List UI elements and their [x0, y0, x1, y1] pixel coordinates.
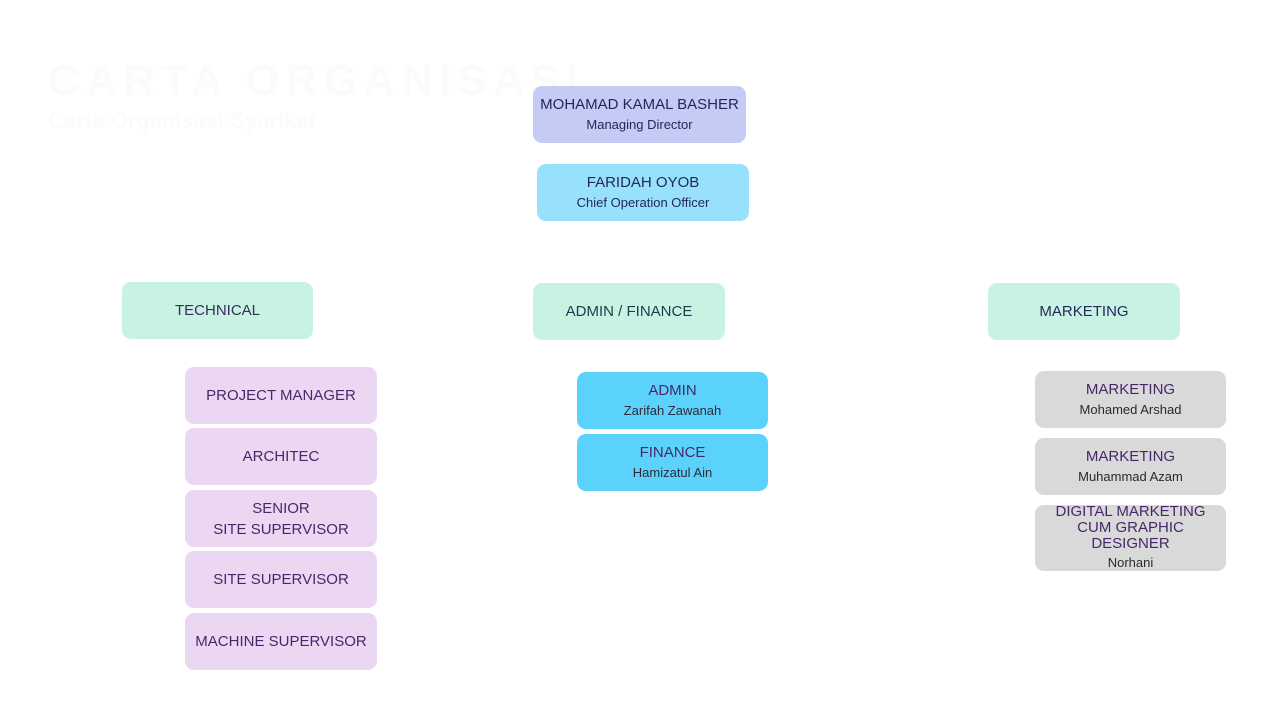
role-finance[interactable]: FINANCE Hamizatul Ain	[577, 434, 768, 491]
role-title: ADMIN	[648, 382, 697, 399]
role-site-supervisor[interactable]: SITE SUPERVISOR	[185, 551, 377, 608]
node-name: FARIDAH OYOB	[586, 174, 700, 191]
role-digital-marketing[interactable]: DIGITAL MARKETING CUM GRAPHIC DESIGNER N…	[1035, 503, 1226, 571]
role-title: MACHINE SUPERVISOR	[195, 633, 367, 650]
node-role: Chief Operation Officer	[576, 195, 710, 210]
dept-name: ADMIN / FINANCE	[565, 303, 693, 320]
role-architec[interactable]: ARCHITEC	[185, 428, 377, 485]
role-marketing-1[interactable]: MARKETING Mohamed Arshad	[1035, 371, 1226, 428]
dept-technical[interactable]: TECHNICAL	[122, 282, 313, 339]
role-admin[interactable]: ADMIN Zarifah Zawanah	[577, 372, 768, 429]
role-title: FINANCE	[639, 444, 706, 461]
role-person: Norhani	[1107, 555, 1154, 570]
dept-admin-finance[interactable]: ADMIN / FINANCE	[533, 283, 725, 340]
role-machine-supervisor[interactable]: MACHINE SUPERVISOR	[185, 613, 377, 670]
node-chief-operation-officer[interactable]: FARIDAH OYOB Chief Operation Officer	[537, 164, 749, 221]
node-managing-director[interactable]: MOHAMAD KAMAL BASHER Managing Director	[533, 86, 746, 143]
connector-line	[640, 220, 642, 260]
role-senior-site-supervisor[interactable]: SENIOR SITE SUPERVISOR	[185, 490, 377, 547]
role-title: MARKETING	[1085, 381, 1176, 398]
dept-marketing[interactable]: MARKETING	[988, 283, 1180, 340]
role-title-line1: SENIOR	[252, 499, 310, 517]
node-role: Managing Director	[586, 117, 693, 132]
role-title: MARKETING	[1085, 448, 1176, 465]
role-person: Mohamed Arshad	[1079, 402, 1182, 417]
role-project-manager[interactable]: PROJECT MANAGER	[185, 367, 377, 424]
node-name: MOHAMAD KAMAL BASHER	[540, 96, 739, 113]
role-title: SITE SUPERVISOR	[213, 571, 349, 588]
role-title: ARCHITEC	[242, 448, 320, 465]
dept-name: MARKETING	[1039, 303, 1129, 320]
role-person: Zarifah Zawanah	[623, 403, 722, 418]
chart-title: CARTA ORGANISASI	[48, 56, 584, 105]
dept-name: TECHNICAL	[174, 302, 260, 319]
chart-subtitle: Carta Organisasi Syarikat	[48, 108, 316, 133]
connector-line	[217, 258, 1083, 260]
role-person: Muhammad Azam	[1078, 469, 1183, 484]
role-title: DIGITAL MARKETING CUM GRAPHIC DESIGNER	[1055, 503, 1206, 552]
role-title-line2: SITE SUPERVISOR	[213, 520, 349, 538]
role-marketing-2[interactable]: MARKETING Muhammad Azam	[1035, 438, 1226, 495]
role-title: PROJECT MANAGER	[206, 387, 356, 404]
connector-line	[640, 142, 642, 164]
role-person: Hamizatul Ain	[632, 465, 713, 480]
